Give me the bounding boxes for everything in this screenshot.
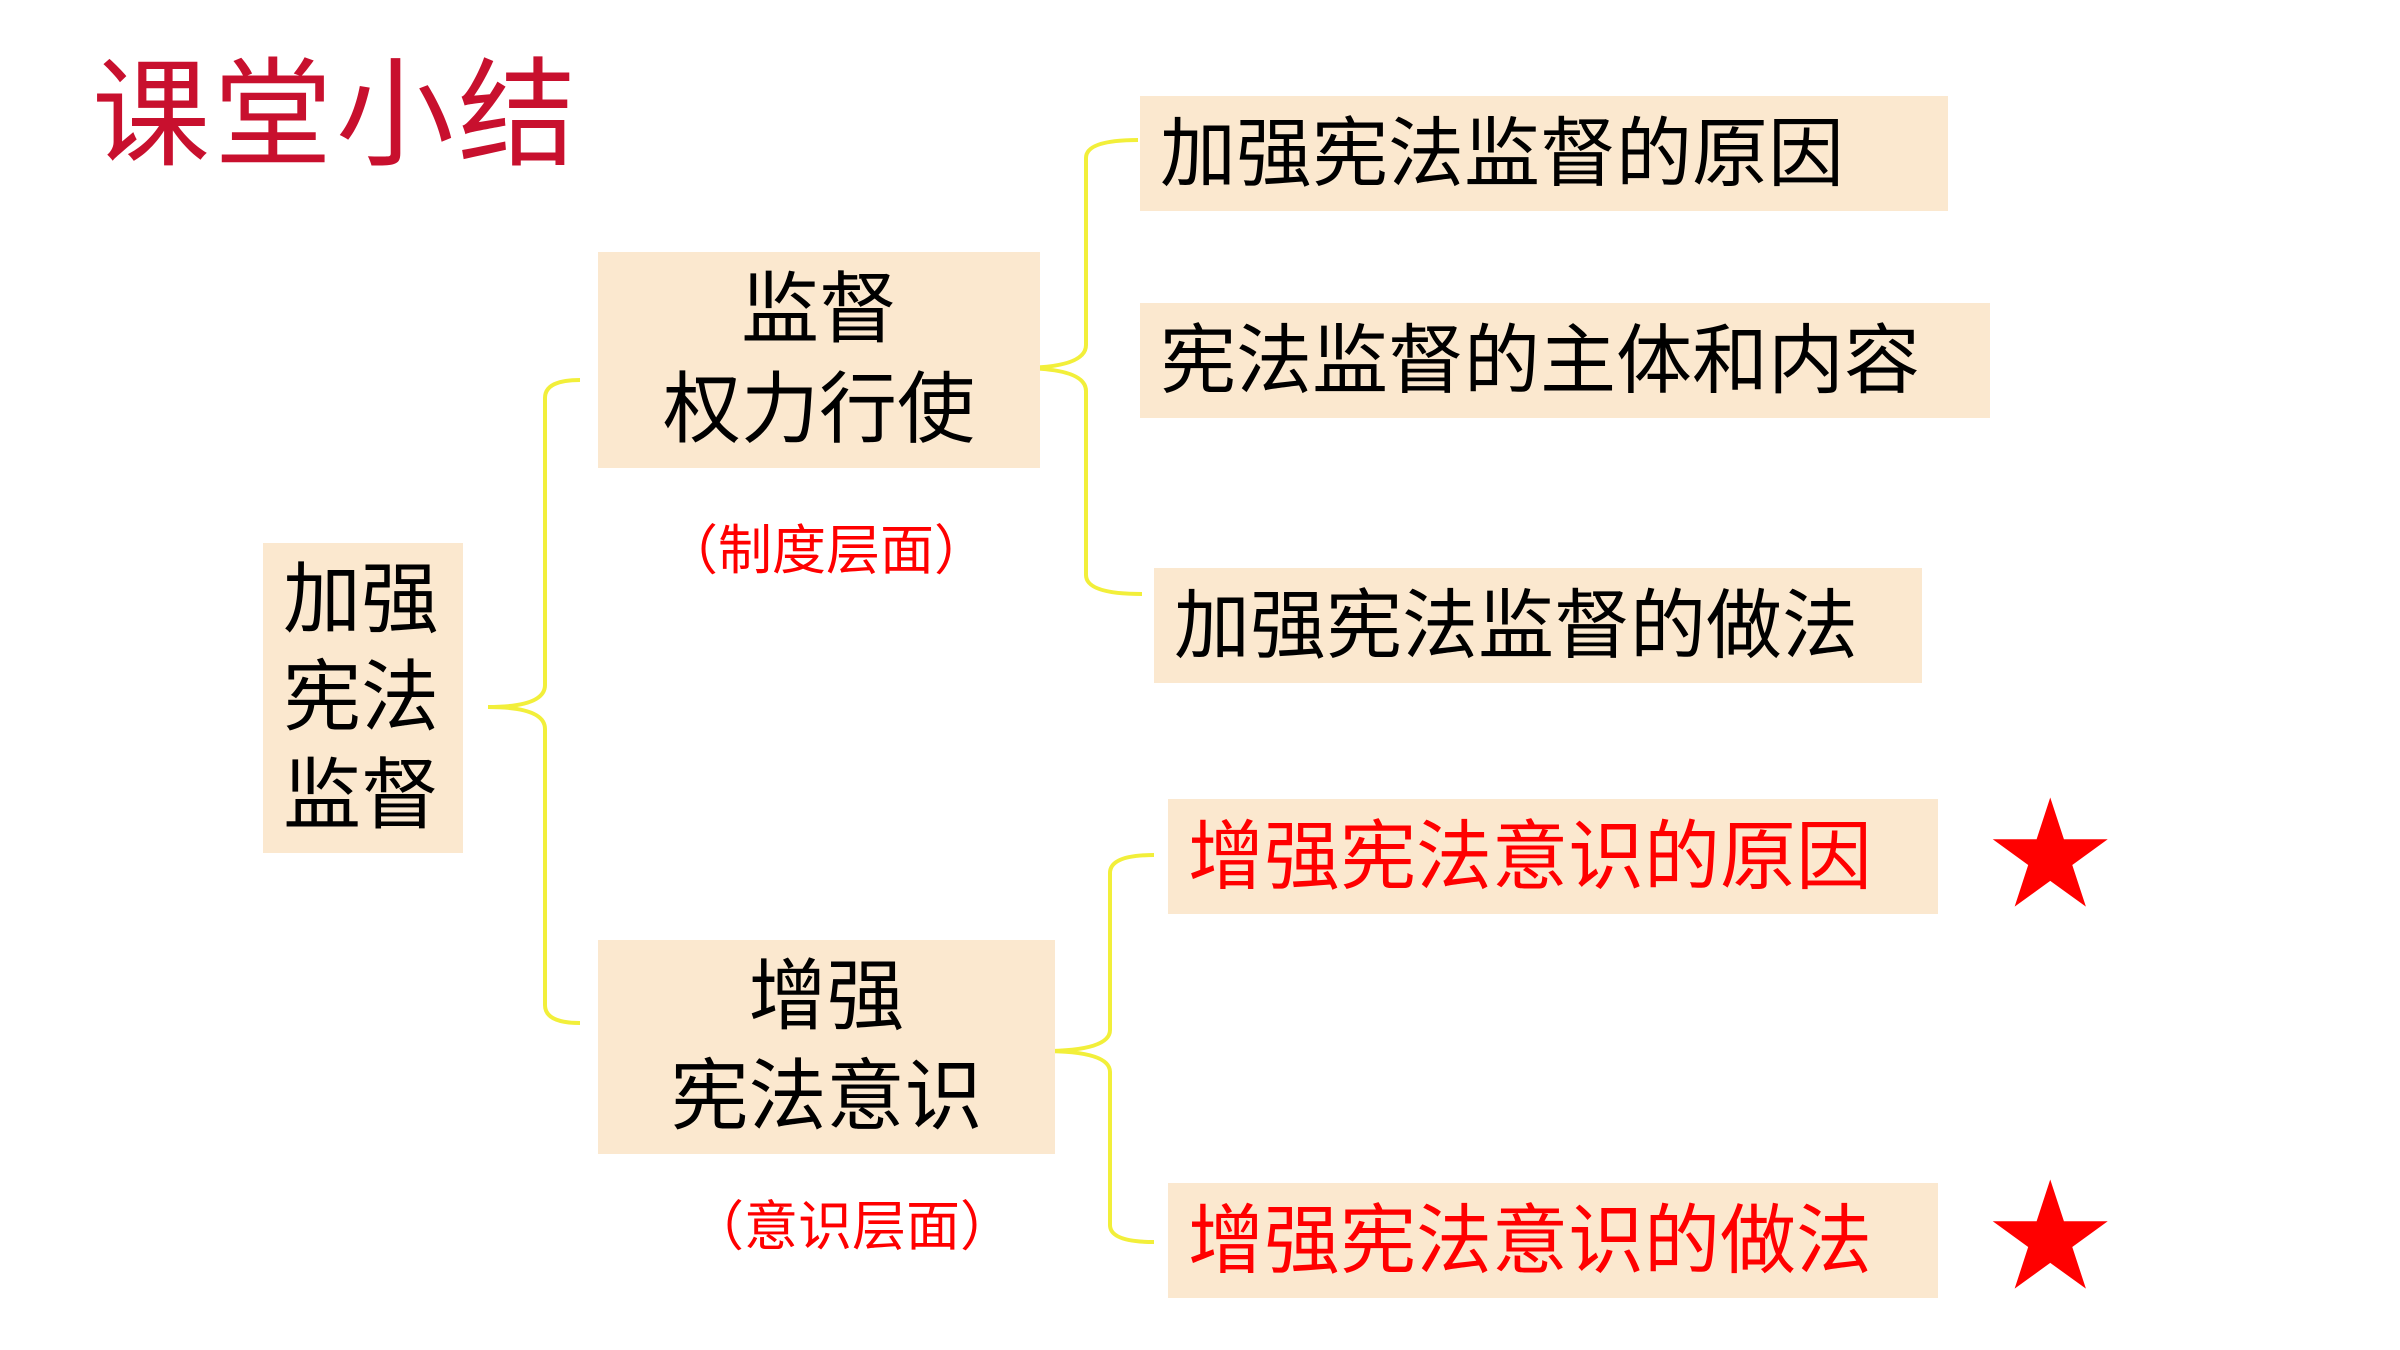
leaf-node: 加强宪法监督的原因 <box>1140 96 1948 211</box>
branch-line: 增强 <box>748 952 905 1042</box>
root-line: 宪法 <box>283 653 440 743</box>
root-line: 监督 <box>283 751 440 841</box>
leaf-node: 宪法监督的主体和内容 <box>1140 303 1990 418</box>
leaf-label: 加强宪法监督的原因 <box>1160 108 1844 198</box>
leaf-label: 宪法监督的主体和内容 <box>1160 315 1920 405</box>
branch-line: 权力行使 <box>662 365 975 455</box>
branch-node-awareness: 增强 宪法意识 <box>598 940 1055 1154</box>
level-note-institution: （制度层面） <box>664 519 988 582</box>
root-node: 加强 宪法 监督 <box>263 543 463 853</box>
page-title: 课堂小结 <box>92 46 581 184</box>
level-note-awareness: （意识层面） <box>690 1195 1014 1258</box>
branch-line: 监督 <box>740 265 897 355</box>
leaf-label: 增强宪法意识的原因 <box>1188 811 1872 901</box>
leaf-node: 加强宪法监督的做法 <box>1154 568 1922 683</box>
star-icon: ★ <box>1983 1150 2118 1324</box>
leaf-node-key: 增强宪法意识的做法 <box>1168 1183 1938 1298</box>
leaf-label: 增强宪法意识的做法 <box>1188 1195 1872 1285</box>
root-bracket <box>487 378 581 1025</box>
leaf-label: 加强宪法监督的做法 <box>1174 580 1858 670</box>
branch-2-bracket <box>1042 853 1155 1244</box>
root-line: 加强 <box>283 555 440 645</box>
star-icon: ★ <box>1983 768 2118 942</box>
branch-line: 宪法意识 <box>670 1052 983 1142</box>
leaf-node-key: 增强宪法意识的原因 <box>1168 799 1938 914</box>
branch-node-supervision: 监督 权力行使 <box>598 252 1040 468</box>
